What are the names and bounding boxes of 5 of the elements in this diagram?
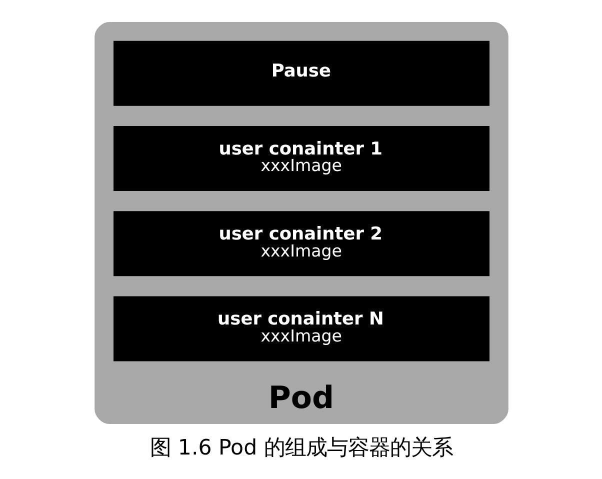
node-box: Pause [113, 40, 489, 106]
node-box: user conainter 2 xxxImage [113, 211, 489, 276]
node-box: user conainter 1 xxxImage [113, 126, 489, 192]
node-box: user conainter N xxxImage [113, 296, 489, 362]
caption: 图 1.6 Pod 的组成与容器的关系 [150, 436, 452, 461]
